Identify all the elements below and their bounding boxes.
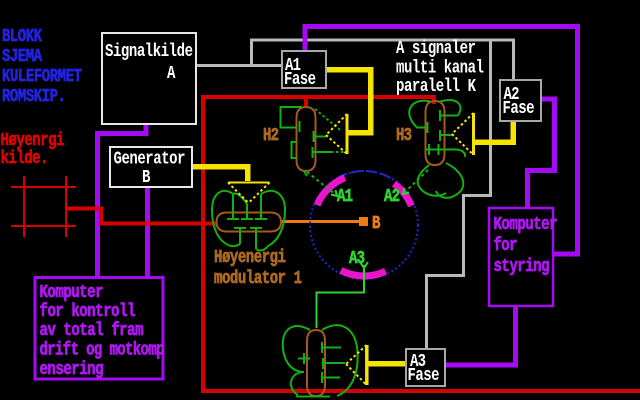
- svg-text:A signaler: A signaler: [396, 37, 476, 58]
- svg-text:H3: H3: [396, 124, 412, 145]
- svg-text:A: A: [167, 62, 176, 83]
- svg-text:modulator 1: modulator 1: [214, 267, 302, 288]
- svg-text:av total fram: av total fram: [40, 319, 144, 340]
- svg-text:A1: A1: [337, 185, 353, 206]
- svg-text:Høyenrgi: Høyenrgi: [1, 129, 65, 150]
- svg-text:Fase: Fase: [503, 97, 535, 118]
- svg-text:paralell K: paralell K: [396, 75, 476, 96]
- svg-text:Signalkilde: Signalkilde: [105, 40, 193, 61]
- svg-text:B: B: [142, 166, 151, 187]
- svg-text:A3: A3: [410, 350, 426, 371]
- svg-text:for: for: [494, 234, 518, 255]
- svg-text:styring: styring: [494, 255, 550, 276]
- svg-text:drift og motkomp: drift og motkomp: [40, 339, 165, 360]
- svg-text:ROMSKIP.: ROMSKIP.: [2, 85, 66, 106]
- svg-text:KULEFORMET: KULEFORMET: [2, 65, 82, 86]
- svg-text:for kontroll: for kontroll: [40, 300, 136, 321]
- svg-text:A2: A2: [504, 83, 520, 104]
- svg-text:A2: A2: [384, 185, 400, 206]
- svg-text:A3: A3: [349, 247, 365, 268]
- svg-text:Generator: Generator: [114, 148, 186, 169]
- svg-text:kilde.: kilde.: [1, 147, 49, 168]
- svg-text:H2: H2: [263, 124, 279, 145]
- svg-text:Fase: Fase: [408, 364, 440, 385]
- svg-text:Høyenergi: Høyenergi: [214, 246, 286, 267]
- svg-text:BLOKK: BLOKK: [2, 25, 42, 46]
- svg-text:Komputer: Komputer: [40, 281, 104, 302]
- svg-text:B: B: [372, 212, 381, 233]
- svg-text:Komputer: Komputer: [494, 213, 558, 234]
- svg-text:ensering: ensering: [40, 358, 104, 379]
- svg-text:A1: A1: [285, 54, 301, 75]
- svg-text:Fase: Fase: [284, 68, 316, 89]
- svg-text:SJEMA: SJEMA: [2, 45, 42, 66]
- svg-text:multi kanal: multi kanal: [396, 57, 484, 78]
